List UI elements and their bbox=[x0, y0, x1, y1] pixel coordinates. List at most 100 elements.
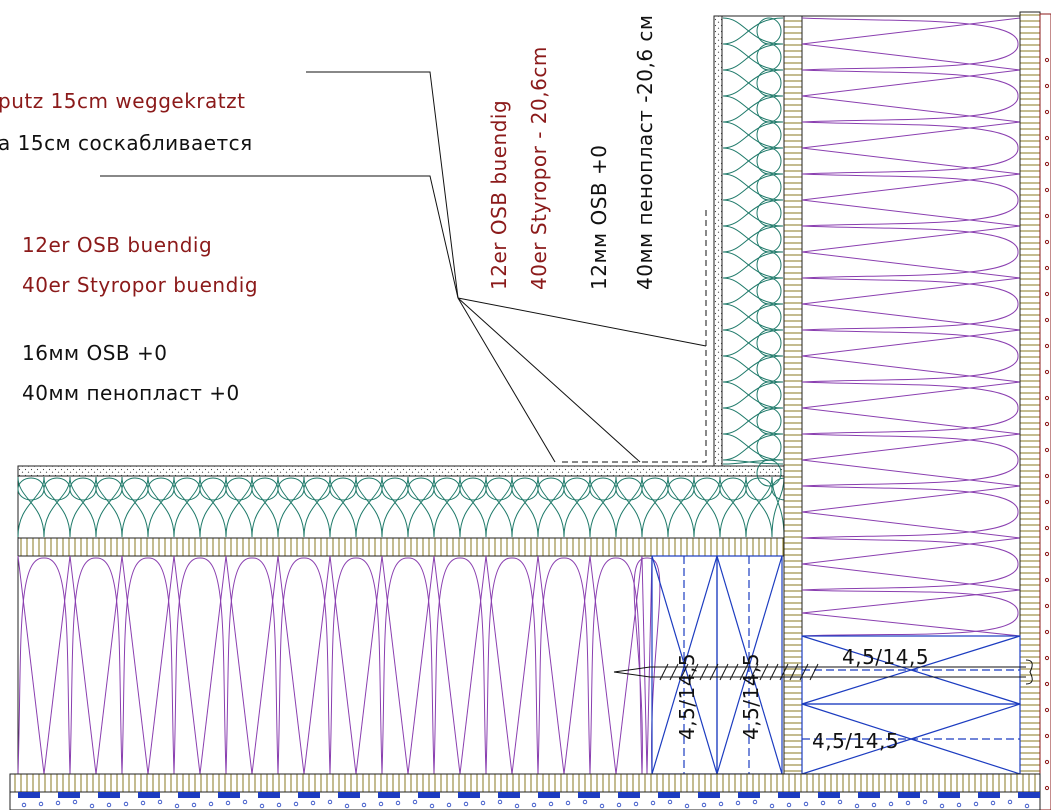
wool-loop bbox=[801, 199, 1021, 227]
annotation-left-de-1: 12er OSB buendig bbox=[22, 233, 212, 257]
styropor-cell bbox=[199, 476, 227, 538]
wool-loop bbox=[511, 555, 539, 775]
styropor-insulation-pattern-vertical bbox=[722, 17, 784, 487]
aggregate bbox=[667, 799, 673, 805]
osb-layer-horizontal bbox=[17, 537, 785, 557]
styropor-cell bbox=[641, 476, 669, 538]
wool-loop bbox=[801, 303, 1021, 331]
aggregate bbox=[769, 803, 775, 809]
aggregate bbox=[123, 801, 129, 807]
wool-loop bbox=[43, 555, 71, 775]
screw-fastener bbox=[613, 659, 1033, 685]
edge-dot bbox=[1044, 83, 1050, 89]
aggregate bbox=[106, 802, 112, 808]
aggregate bbox=[531, 802, 537, 808]
wool-loop bbox=[251, 555, 279, 775]
styropor-cell bbox=[722, 459, 784, 465]
bottom-mark bbox=[58, 792, 80, 798]
plaster-layer-horizontal bbox=[17, 465, 785, 477]
wool-loop bbox=[801, 121, 1019, 175]
horizontal-wall-assembly bbox=[17, 465, 799, 775]
edge-dot bbox=[1044, 161, 1050, 167]
plaster-layer-vertical bbox=[713, 15, 723, 467]
wool-loop bbox=[589, 555, 617, 775]
aggregate bbox=[276, 802, 282, 808]
aggregate bbox=[718, 801, 724, 807]
wool-loop bbox=[801, 459, 1021, 487]
osb-layer-vertical bbox=[783, 15, 803, 775]
styropor-cell bbox=[756, 459, 782, 487]
wool-loop bbox=[801, 17, 1021, 45]
wool-loop bbox=[277, 555, 305, 775]
edge-dot bbox=[1044, 681, 1050, 687]
wool-loop bbox=[17, 557, 71, 775]
styropor-cell bbox=[693, 476, 721, 538]
screw-thread bbox=[809, 663, 819, 681]
edge-dot bbox=[1044, 57, 1050, 63]
bottom-mark bbox=[298, 792, 320, 798]
bottom-mark bbox=[978, 792, 1000, 798]
wool-loop bbox=[801, 95, 1021, 123]
screw-thread bbox=[709, 663, 719, 681]
wool-loop bbox=[537, 555, 565, 775]
wool-loop bbox=[801, 329, 1019, 383]
wool-loop bbox=[801, 251, 1021, 279]
right-edge-red-marks bbox=[1044, 57, 1050, 791]
wool-loop bbox=[95, 555, 123, 775]
styropor-cell bbox=[433, 476, 461, 538]
aggregate bbox=[633, 801, 639, 807]
aggregate bbox=[1007, 799, 1013, 805]
aggregate bbox=[412, 799, 418, 805]
screw-thread bbox=[779, 663, 789, 681]
styropor-cell bbox=[69, 476, 97, 538]
wool-loop bbox=[801, 17, 1019, 71]
wool-loop bbox=[801, 407, 1021, 435]
annotation-left-ru-1: 16мм OSB +0 bbox=[22, 341, 167, 365]
aggregate bbox=[497, 799, 503, 805]
leader-lines bbox=[100, 71, 707, 463]
aggregate bbox=[735, 800, 741, 806]
styropor-cell bbox=[43, 476, 71, 538]
wool-loop bbox=[225, 555, 253, 775]
styropor-cell bbox=[95, 476, 123, 538]
aggregate bbox=[208, 801, 214, 807]
mineral-wool-pattern-vertical bbox=[801, 17, 1021, 637]
bottom-mark bbox=[538, 792, 560, 798]
wool-loop bbox=[801, 147, 1021, 175]
wool-loop bbox=[801, 225, 1021, 253]
wool-loop bbox=[801, 589, 1021, 614]
wool-loop bbox=[433, 557, 487, 775]
aggregate bbox=[395, 800, 401, 806]
edge-dot bbox=[1044, 655, 1050, 661]
bottom-board bbox=[9, 773, 1041, 793]
wool-loop bbox=[801, 225, 1019, 279]
wool-loop bbox=[303, 555, 331, 775]
aggregate bbox=[803, 801, 809, 807]
aggregate bbox=[922, 799, 928, 805]
aggregate bbox=[191, 802, 197, 808]
bottom-mark bbox=[258, 792, 280, 798]
aggregate bbox=[429, 803, 435, 809]
wool-loop bbox=[801, 485, 1019, 539]
aggregate bbox=[548, 801, 554, 807]
wool-loop bbox=[537, 557, 591, 775]
screw-thread bbox=[789, 663, 799, 681]
aggregate bbox=[259, 803, 265, 809]
mineral-wool-layer-horizontal bbox=[17, 555, 653, 775]
bottom-mark bbox=[578, 792, 600, 798]
styropor-cell bbox=[667, 476, 695, 538]
aggregate bbox=[684, 803, 690, 809]
wool-loop bbox=[801, 433, 1021, 461]
styropor-insulation-pattern-horizontal bbox=[17, 476, 799, 538]
wool-loop bbox=[801, 563, 1021, 591]
edge-dot bbox=[1044, 759, 1050, 765]
edge-dot bbox=[1044, 473, 1050, 479]
wool-loop bbox=[407, 555, 435, 775]
aggregate bbox=[837, 799, 843, 805]
aggregate bbox=[820, 800, 826, 806]
wool-loop bbox=[801, 277, 1019, 331]
aggregate bbox=[888, 801, 894, 807]
aggregate bbox=[463, 801, 469, 807]
wool-loop bbox=[485, 555, 513, 775]
annotation-top-ru: a 15см соскабливается bbox=[0, 131, 253, 155]
